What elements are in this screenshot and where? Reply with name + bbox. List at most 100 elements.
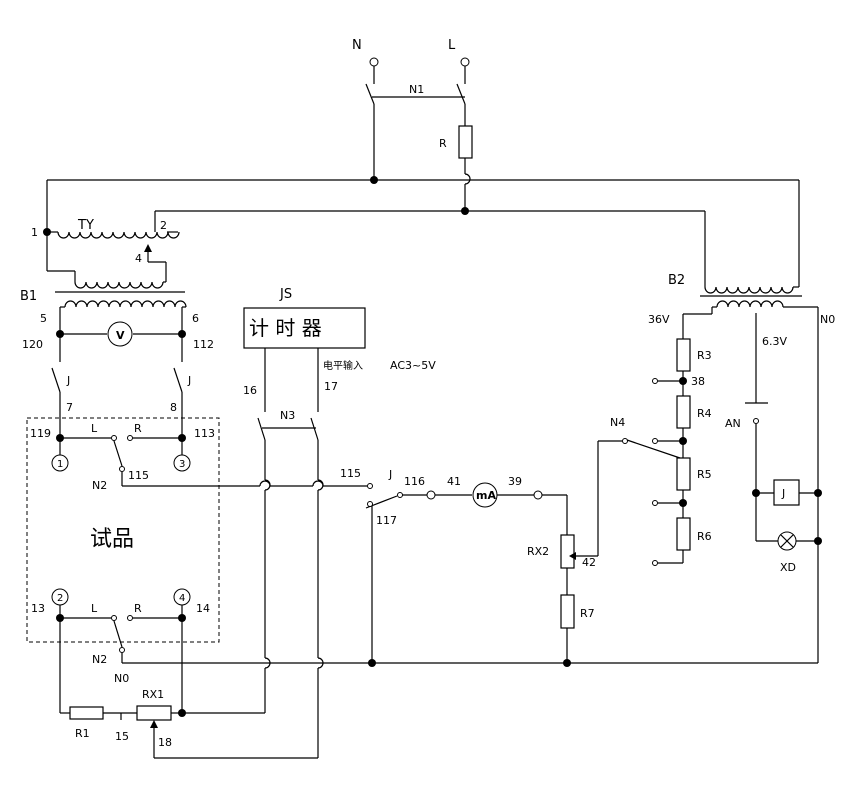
label-J-left: J [66, 374, 70, 387]
autotransformer-TY [43, 228, 180, 282]
specimen-box [26, 417, 818, 664]
label-V: V [116, 329, 125, 342]
label-mA: mA [476, 489, 496, 502]
label-B1: B1 [20, 289, 37, 304]
label-J-right: J [187, 374, 191, 387]
mains-input [365, 57, 473, 215]
indicator-circuit [745, 397, 822, 551]
label-2: 2 [160, 219, 167, 232]
terminal-L [460, 57, 470, 67]
label-N4: N4 [610, 416, 625, 429]
terminal-3 [173, 454, 191, 472]
label-42: 42 [582, 556, 596, 569]
transformer-B2 [683, 286, 819, 663]
label-L-top: L [91, 422, 98, 435]
terminal-N [369, 57, 379, 67]
relay-contact-J-left [51, 367, 61, 393]
label-R7: R7 [580, 607, 595, 620]
resistor-R4 [676, 395, 691, 429]
relay-coil-J [773, 479, 800, 506]
label-14: 14 [196, 602, 210, 615]
label-B2: B2 [668, 273, 685, 288]
label-N0-right: N0 [820, 313, 835, 326]
label-c3: 3 [179, 459, 185, 470]
label-7: 7 [66, 401, 73, 414]
specimen-outline [26, 417, 220, 643]
resistor-R6 [676, 517, 691, 551]
label-ac-range: AC3~5V [390, 359, 436, 372]
label-113: 113 [194, 427, 215, 440]
resistor-R5 [676, 457, 691, 491]
label-timer: 计 时 器 [249, 316, 322, 340]
label-level-input: 电平输入 [323, 359, 363, 372]
fuse-R [458, 125, 473, 159]
label-R: R [439, 137, 447, 150]
label-13: 13 [31, 602, 45, 615]
switch-N1-blade-l [456, 83, 466, 105]
label-RX2: RX2 [527, 545, 549, 558]
label-6: 6 [192, 312, 199, 325]
switch-N3-a [257, 417, 266, 441]
terminal-39 [533, 490, 543, 500]
label-8: 8 [170, 401, 177, 414]
terminal-116 [426, 490, 436, 500]
resistor-R3 [676, 338, 691, 372]
label-R-bot: R [134, 602, 142, 615]
label-R1: R1 [75, 727, 90, 740]
label-JS: JS [279, 287, 292, 302]
label-5: 5 [40, 312, 47, 325]
label-36V: 36V [648, 313, 670, 326]
label-116: 116 [404, 475, 425, 488]
switch-N3-b [310, 417, 319, 441]
label-115-a: 115 [128, 469, 149, 482]
voltmeter-V [107, 321, 133, 347]
label-R6: R6 [697, 530, 712, 543]
timer-box [243, 307, 366, 349]
label-XD: XD [780, 561, 796, 574]
label-39: 39 [508, 475, 522, 488]
label-38: 38 [691, 375, 705, 388]
terminal-1 [51, 454, 69, 472]
label-N1: N1 [409, 83, 424, 96]
label-N2-top: N2 [92, 479, 107, 492]
label-18: 18 [158, 736, 172, 749]
label-112: 112 [193, 338, 214, 351]
label-L: L [448, 38, 456, 53]
label-specimen: 试品 [90, 527, 134, 552]
label-N0-left: N0 [114, 672, 129, 685]
label-4: 4 [135, 252, 142, 265]
timer-JS [243, 307, 366, 758]
switch-N1-blade-n [365, 83, 375, 105]
supply-buses [46, 179, 800, 287]
label-N3: N3 [280, 409, 295, 422]
label-R5: R5 [697, 468, 712, 481]
label-6.3V: 6.3V [762, 335, 787, 348]
label-119: 119 [30, 427, 51, 440]
label-N: N [352, 38, 362, 53]
transformer-B1 [51, 281, 187, 438]
label-AN: AN [725, 417, 741, 430]
label-R4: R4 [697, 407, 712, 420]
label-c2: 2 [57, 593, 63, 604]
label-c1: 1 [57, 459, 63, 470]
rx1-network [59, 618, 318, 759]
label-16: 16 [243, 384, 257, 397]
label-RX1: RX1 [142, 688, 164, 701]
label-TY: TY [77, 218, 94, 233]
label-17: 17 [324, 380, 338, 393]
label-J-mid: J [388, 468, 392, 481]
label-15: 15 [115, 730, 129, 743]
label-115-b: 115 [340, 467, 361, 480]
label-41: 41 [447, 475, 461, 488]
label-117: 117 [376, 514, 397, 527]
potentiometer-RX1 [136, 705, 172, 721]
label-c4: 4 [179, 593, 185, 604]
measurement-branch [365, 438, 681, 667]
label-L-bot: L [91, 602, 98, 615]
label-1: 1 [31, 226, 38, 239]
resistor-ladder [652, 314, 691, 566]
label-N2-bot: N2 [92, 653, 107, 666]
relay-contact-J-right [173, 367, 183, 393]
label-120: 120 [22, 338, 43, 351]
